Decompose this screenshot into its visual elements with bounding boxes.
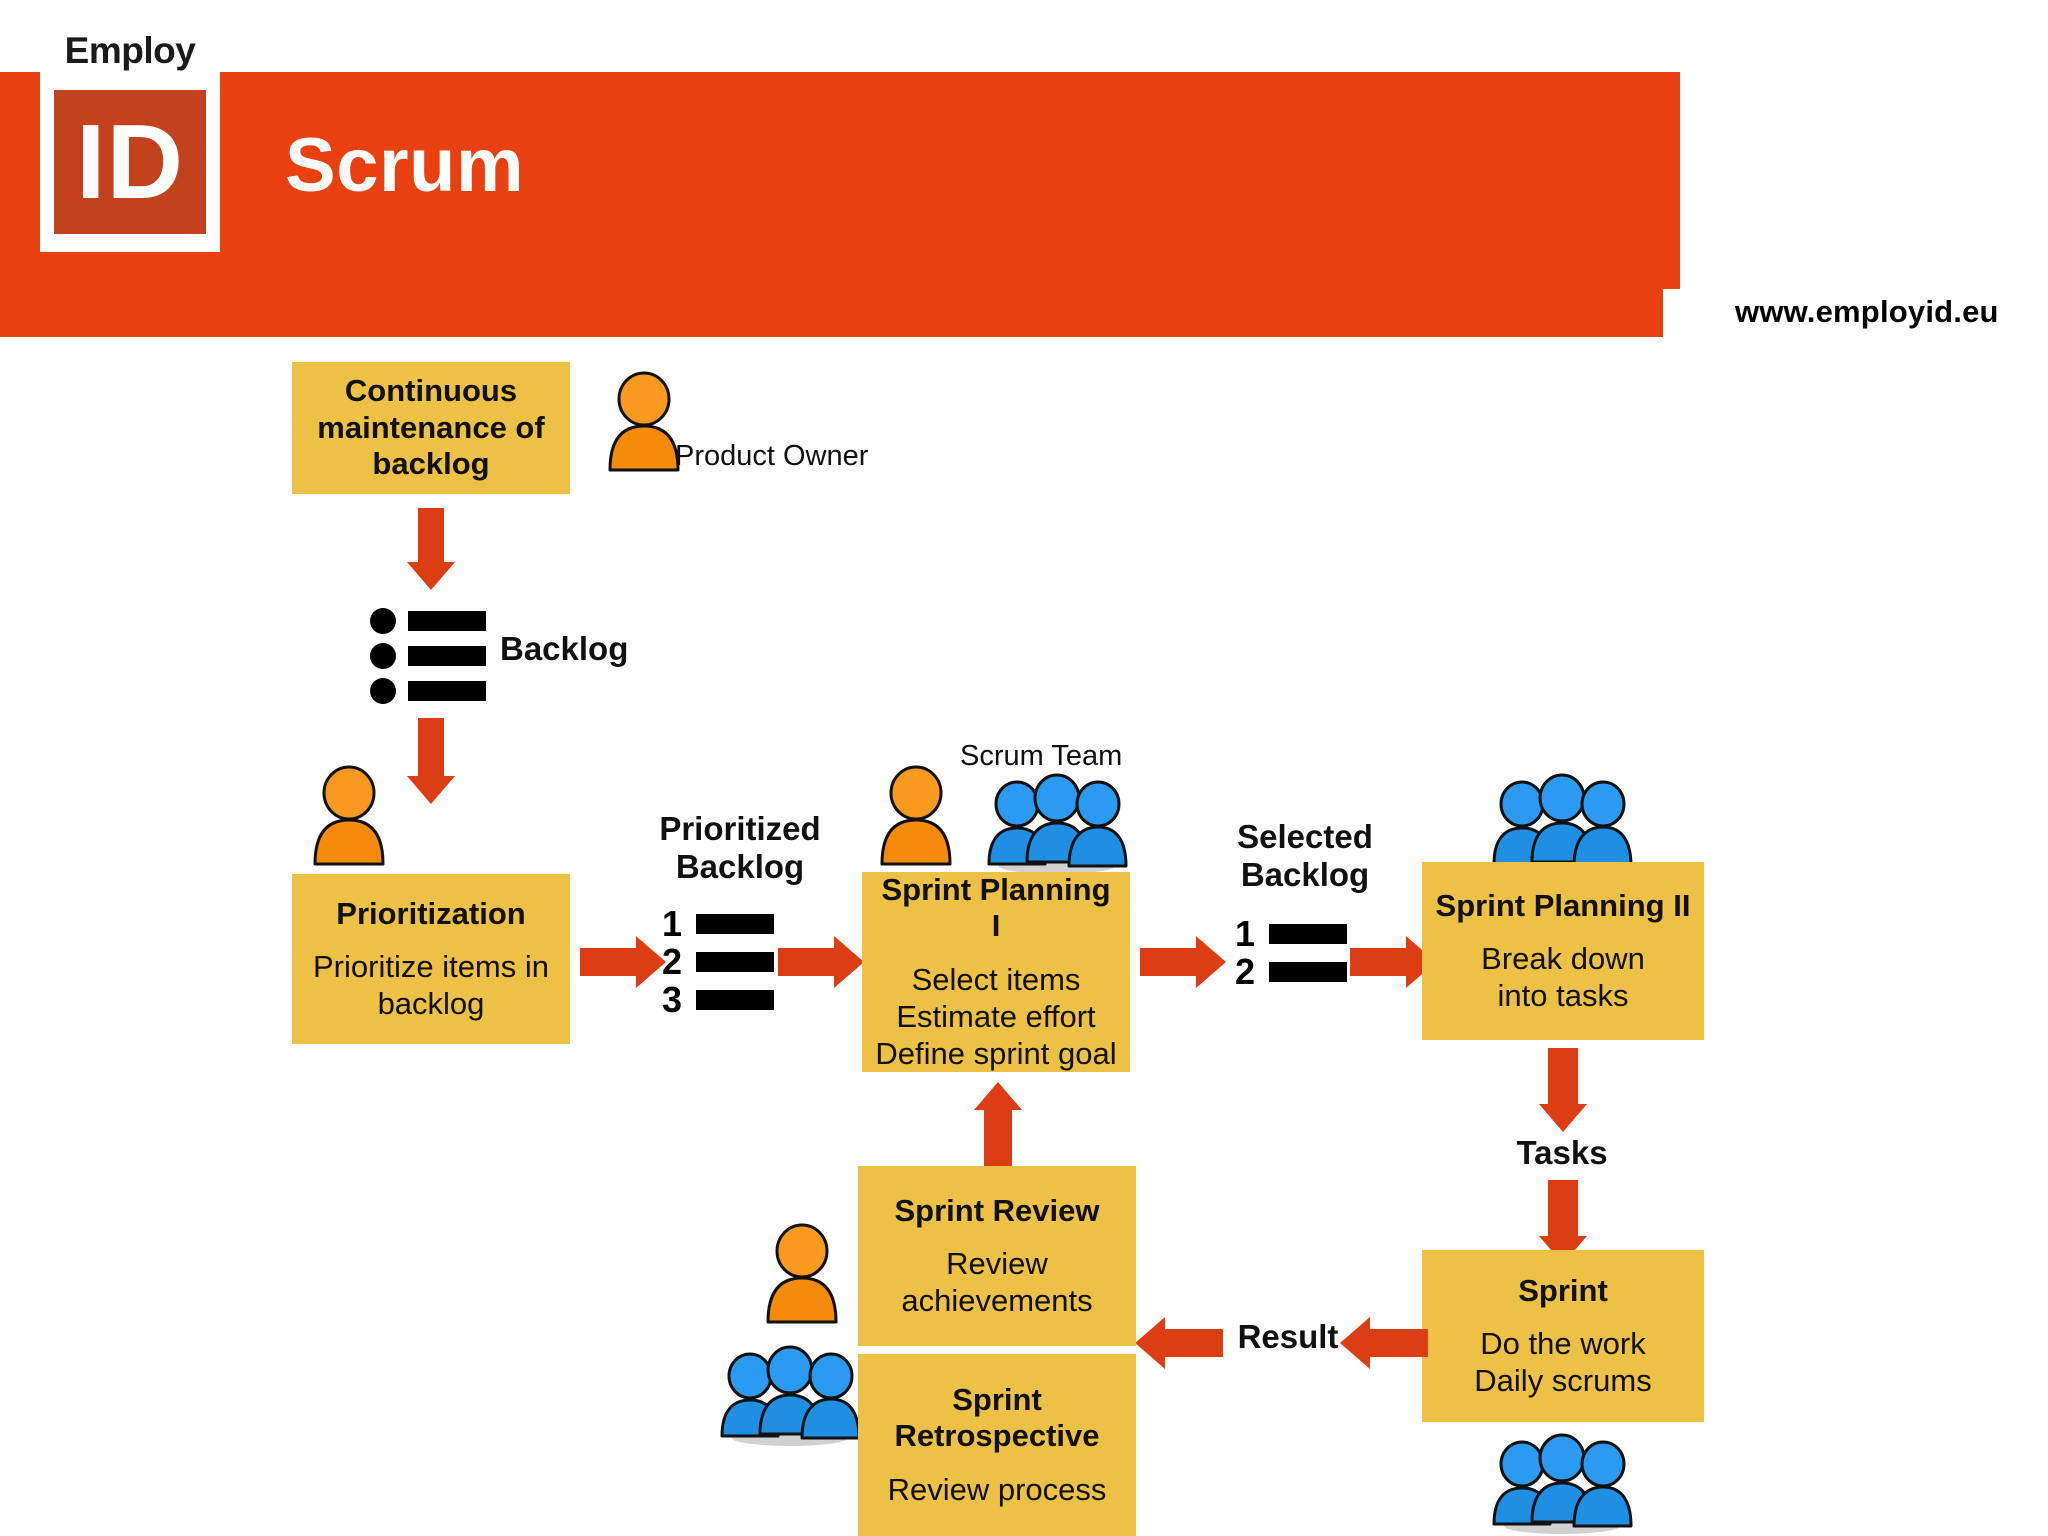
arrow-sprint-planning-2-to-tasks xyxy=(1537,1048,1589,1132)
box-prioritization[interactable]: Prioritization Prioritize items in backl… xyxy=(292,874,570,1044)
box-sprint-line1: Do the work xyxy=(1480,1326,1646,1362)
box-sprint-review[interactable]: Sprint Review Review achievements xyxy=(858,1166,1136,1346)
box-sprint-line2: Daily scrums xyxy=(1474,1363,1652,1399)
box-sprint[interactable]: Sprint Do the work Daily scrums xyxy=(1422,1250,1704,1422)
box-sprint-review-line1: Review xyxy=(946,1246,1048,1282)
label-product-owner: Product Owner xyxy=(675,440,869,472)
box-continuous-maintenance[interactable]: Continuous maintenance of backlog xyxy=(292,362,570,494)
product-owner-icon xyxy=(600,368,688,478)
box-sprint-title: Sprint xyxy=(1518,1272,1608,1308)
arrow-sprint-to-result xyxy=(1340,1316,1428,1370)
page-title: Scrum xyxy=(285,123,525,208)
box-sprint-planning-2-line2: into tasks xyxy=(1497,978,1629,1014)
box-sprint-retrospective-title-line2: Retrospective xyxy=(894,1418,1100,1454)
label-prioritized-backlog-line2: Backlog xyxy=(675,847,805,885)
prioritized-item-number: 3 xyxy=(662,978,683,1020)
header-bar xyxy=(0,72,1680,337)
label-scrum-team: Scrum Team xyxy=(960,740,1123,772)
arrow-result-to-sprint-review xyxy=(1135,1316,1223,1370)
box-sprint-retrospective-title-line1: Sprint xyxy=(952,1381,1042,1417)
scrum-team-icon-sprint-planning-2 xyxy=(1490,770,1635,875)
box-prioritization-title: Prioritization xyxy=(336,895,526,931)
selected-backlog-list-icon: 1 2 xyxy=(1235,913,1347,992)
arrow-backlog-to-prioritization xyxy=(406,718,456,804)
arrow-sprint-planning-1-to-selected-backlog xyxy=(1140,935,1226,989)
scrum-team-icon-sprint-planning xyxy=(985,770,1130,875)
arrow-prioritization-to-prioritized-backlog xyxy=(580,935,666,989)
prioritized-item-number: 1 xyxy=(662,903,683,944)
box-sprint-retrospective[interactable]: Sprint Retrospective Review process xyxy=(858,1354,1136,1536)
box-sprint-planning-1-line1: Select items xyxy=(911,961,1081,997)
box-sprint-review-title: Sprint Review xyxy=(894,1192,1100,1228)
url-plate xyxy=(1663,289,2048,337)
logo-employ-text: Employ xyxy=(64,30,196,71)
product-owner-icon-sprint-review xyxy=(758,1220,846,1330)
box-sprint-planning-1-line3: Define sprint goal xyxy=(875,1036,1117,1072)
label-selected-backlog: Selected Backlog xyxy=(1190,818,1420,894)
box-sprint-planning-1-line2: Estimate effort xyxy=(896,998,1096,1034)
product-owner-icon-prioritization xyxy=(305,762,393,872)
label-result: Result xyxy=(1237,1318,1339,1355)
employid-logo: Employ ID xyxy=(40,12,220,252)
label-prioritized-backlog: Prioritized Backlog xyxy=(620,810,860,886)
scrum-team-icon-sprint xyxy=(1490,1430,1635,1535)
label-tasks: Tasks xyxy=(1516,1134,1608,1171)
box-sprint-planning-1-title: Sprint Planning I xyxy=(881,871,1111,944)
scrum-team-icon-retrospective xyxy=(718,1342,863,1447)
website-url[interactable]: www.employid.eu xyxy=(1735,294,1999,329)
box-sprint-retrospective-body: Review process xyxy=(887,1471,1107,1507)
label-backlog: Backlog xyxy=(500,630,629,667)
prioritized-backlog-list-icon: 1 2 3 xyxy=(662,903,774,1020)
logo-employ-plate: Employ xyxy=(54,12,206,90)
logo-id-text: ID xyxy=(76,103,184,221)
arrow-maintenance-to-backlog xyxy=(406,508,456,590)
box-sprint-planning-2[interactable]: Sprint Planning II Break down into tasks xyxy=(1422,862,1704,1040)
box-continuous-maintenance-title: Continuous maintenance of backlog xyxy=(317,373,545,482)
box-prioritization-body: Prioritize items in backlog xyxy=(313,949,549,1022)
selected-item-number: 1 xyxy=(1235,913,1256,954)
product-owner-icon-sprint-planning xyxy=(872,762,960,872)
box-sprint-planning-1[interactable]: Sprint Planning I Select items Estimate … xyxy=(862,872,1130,1072)
label-selected-backlog-line2: Backlog xyxy=(1240,855,1370,893)
box-sprint-planning-2-title: Sprint Planning II xyxy=(1435,887,1691,923)
label-prioritized-backlog-line1: Prioritized xyxy=(659,810,821,847)
box-sprint-review-line2: achievements xyxy=(901,1283,1093,1319)
box-sprint-planning-2-line1: Break down xyxy=(1481,941,1645,977)
backlog-list-icon xyxy=(370,608,486,704)
arrow-sprint-review-to-sprint-planning-1 xyxy=(972,1082,1024,1168)
prioritized-item-number: 2 xyxy=(662,940,683,982)
selected-item-number: 2 xyxy=(1235,950,1256,992)
label-selected-backlog-line1: Selected xyxy=(1237,818,1373,855)
arrow-prioritized-backlog-to-sprint-planning-1 xyxy=(778,935,864,989)
